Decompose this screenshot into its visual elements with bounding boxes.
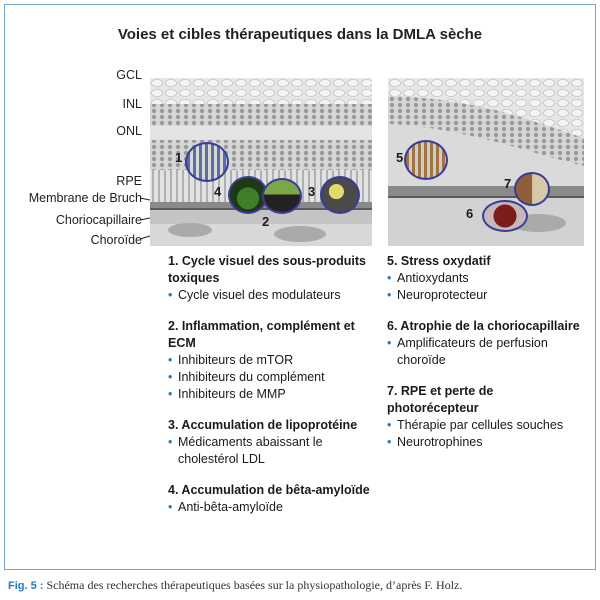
target-item: 3. Accumulation de lipoprotéine • Médicame…	[168, 417, 376, 468]
marker-5	[404, 140, 448, 180]
marker-7	[514, 172, 550, 206]
caption-text: Schéma des recherches thérapeutiques bas…	[43, 578, 463, 592]
target-title: 5. Stress oxydatif	[387, 254, 491, 268]
therapy-text: Neuroprotecteur	[397, 288, 488, 302]
therapy-bullet: • Inhibiteurs de mTOR	[168, 352, 376, 369]
target-item: 1. Cycle visuel des sous-produits toxiqu…	[168, 253, 376, 304]
therapy-text: Amplificateurs de perfusion choroïde	[397, 336, 548, 367]
bullet-dot: •	[387, 336, 392, 350]
marker-7-label: 7	[504, 176, 512, 191]
label-choriocapillaire: Choriocapillaire	[55, 213, 142, 227]
marker-2-label: 2	[262, 214, 270, 229]
label-bruch: Membrane de Bruch	[28, 191, 142, 205]
therapy-text: Inhibiteurs de MMP	[178, 387, 286, 401]
marker-3	[320, 176, 360, 214]
target-title: 1. Cycle visuel des sous-produits toxiqu…	[168, 254, 366, 285]
bullet-dot: •	[168, 288, 173, 302]
marker-3-label: 3	[308, 184, 316, 199]
bullet-dot: •	[387, 418, 392, 432]
therapy-bullet: • Cycle visuel des modulateurs	[168, 287, 376, 304]
label-inl: INL	[122, 97, 142, 111]
marker-4-label: 4	[214, 184, 222, 199]
therapy-text: Inhibiteurs de mTOR	[178, 353, 294, 367]
bullet-dot: •	[168, 435, 173, 449]
therapy-bullet: • Neurotrophines	[387, 434, 587, 451]
therapy-bullet: • Anti-bêta-amyloïde	[168, 499, 376, 516]
therapy-bullet: • Antioxydants	[387, 270, 587, 287]
target-title: 7. RPE et perte de photorécepteur	[387, 384, 494, 415]
therapy-text: Médicaments abaissant le cholestérol LDL	[178, 435, 323, 466]
target-item: 6. Atrophie de la choriocapillaire • Ampli…	[387, 318, 587, 369]
therapy-bullet: • Inhibiteurs de MMP	[168, 386, 376, 403]
target-item: 7. RPE et perte de photorécepteur • Thérap…	[387, 383, 587, 451]
bullet-dot: •	[387, 288, 392, 302]
marker-6-label: 6	[466, 206, 474, 221]
left-targets: 1. Cycle visuel des sous-produits toxiqu…	[168, 253, 376, 530]
figure-frame	[4, 4, 596, 570]
therapy-bullet: • Amplificateurs de perfusion choroïde	[387, 335, 587, 369]
bullet-dot: •	[387, 435, 392, 449]
label-choroide: Choroïde	[90, 233, 142, 247]
therapy-bullet: • Médicaments abaissant le cholestérol LD…	[168, 434, 376, 468]
target-title: 3. Accumulation de lipoprotéine	[168, 418, 358, 432]
label-rpe: RPE	[116, 174, 142, 188]
retina-section-left	[150, 78, 372, 246]
target-title: 2. Inflammation, complément et ECM	[168, 319, 355, 350]
therapy-text: Thérapie par cellules souches	[397, 418, 564, 432]
target-item: 2. Inflammation, complément et ECM • Inhib…	[168, 318, 376, 403]
right-targets: 5. Stress oxydatif • Antioxydants • Neuropro…	[387, 253, 587, 465]
diagram-title: Voies et cibles thérapeutiques dans la D…	[117, 26, 483, 43]
therapy-text: Anti-bêta-amyloïde	[178, 500, 283, 514]
label-onl: ONL	[116, 124, 142, 138]
bullet-dot: •	[168, 370, 173, 384]
therapy-text: Cycle visuel des modulateurs	[178, 288, 341, 302]
marker-5-label: 5	[396, 150, 404, 165]
therapy-bullet: • Thérapie par cellules souches	[387, 417, 587, 434]
therapy-text: Inhibiteurs du complément	[178, 370, 325, 384]
label-gcl: GCL	[116, 68, 142, 82]
bullet-dot: •	[168, 387, 173, 401]
marker-6	[482, 200, 528, 232]
therapy-text: Antioxydants	[397, 271, 469, 285]
therapy-bullet: • Neuroprotecteur	[387, 287, 587, 304]
target-item: 4. Accumulation de bêta-amyloïde • Anti-bê…	[168, 482, 376, 516]
marker-1-label: 1	[175, 150, 183, 165]
bullet-dot: •	[387, 271, 392, 285]
target-title: 4. Accumulation de bêta-amyloïde	[168, 483, 370, 497]
caption-label: Fig. 5 :	[8, 580, 44, 592]
figure-caption: Fig. 5 : Schéma des recherches thérapeut…	[8, 578, 598, 593]
target-title: 6. Atrophie de la choriocapillaire	[387, 319, 580, 333]
target-item: 5. Stress oxydatif • Antioxydants • Neuropro…	[387, 253, 587, 304]
marker-1	[185, 142, 229, 182]
bullet-dot: •	[168, 353, 173, 367]
therapy-bullet: • Inhibiteurs du complément	[168, 369, 376, 386]
bullet-dot: •	[168, 500, 173, 514]
therapy-text: Neurotrophines	[397, 435, 483, 449]
marker-middle	[262, 178, 302, 214]
